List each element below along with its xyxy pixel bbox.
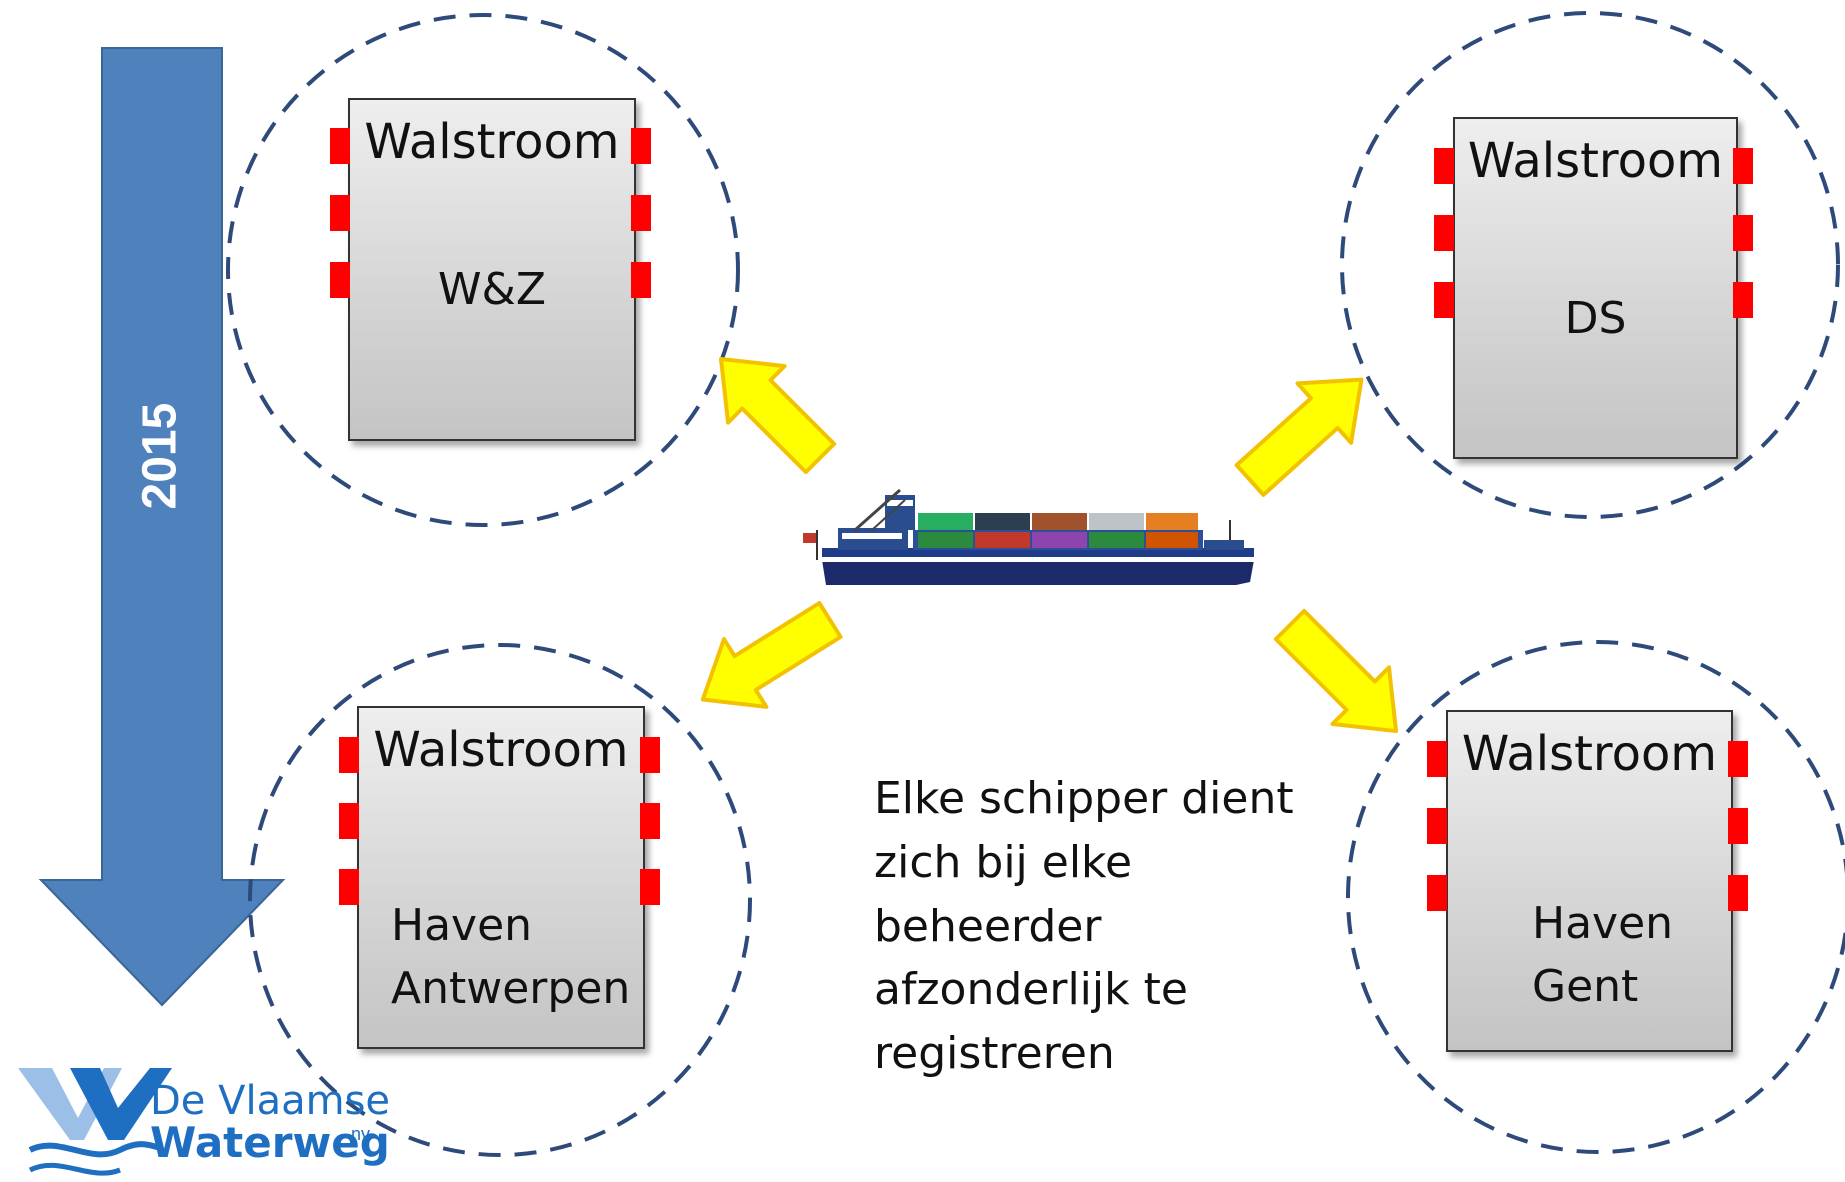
logo-suffix: nv — [351, 1124, 371, 1144]
pointer-arrow-gent — [1273, 608, 1399, 734]
timeline-year: 2015 — [133, 402, 187, 510]
logo-line2: Waterweg — [150, 1118, 390, 1167]
box-label-line1: Haven — [1532, 898, 1674, 949]
connector-left — [339, 737, 359, 773]
connector-left — [330, 128, 350, 164]
walstroom-box-ds: Walstroom DS — [1453, 117, 1738, 459]
circle-antwerpen — [248, 643, 752, 1157]
box-title: Walstroom — [1467, 133, 1724, 189]
note-line: afzonderlijk te — [874, 964, 1188, 1016]
box-title: Walstroom — [1461, 726, 1718, 782]
connector-right — [640, 869, 660, 905]
walstroom-box-gent: Walstroom Haven Gent — [1446, 710, 1733, 1052]
connector-right — [631, 262, 651, 298]
connector-left — [1427, 875, 1447, 911]
connector-right — [1728, 741, 1748, 777]
connector-left — [1427, 808, 1447, 844]
circle-wz — [226, 13, 740, 527]
registration-note: Elke schipper dient zich bij elke beheer… — [874, 767, 1314, 1086]
walstroom-box-antwerpen: Walstroom Haven Antwerpen — [357, 706, 645, 1049]
connector-right — [640, 803, 660, 839]
connector-right — [640, 737, 660, 773]
container-ship — [803, 488, 1254, 585]
connector-left — [330, 262, 350, 298]
connector-left — [1427, 741, 1447, 777]
logo-mark — [18, 1068, 172, 1176]
circle-gent — [1346, 640, 1845, 1154]
circle-ds — [1340, 11, 1840, 519]
connector-right — [1728, 875, 1748, 911]
connector-right — [1733, 148, 1753, 184]
connector-left — [339, 869, 359, 905]
timeline-arrow — [38, 47, 286, 1007]
box-label-line1: Haven — [391, 900, 533, 951]
box-label-line2: Antwerpen — [391, 963, 631, 1014]
connector-right — [631, 128, 651, 164]
connector-left — [330, 195, 350, 231]
connector-right — [631, 195, 651, 231]
note-line: registreren — [874, 1028, 1115, 1080]
connector-left — [1434, 282, 1454, 318]
pointer-arrow-ds — [1234, 377, 1364, 497]
pointer-arrow-wz — [719, 357, 837, 475]
connector-left — [339, 803, 359, 839]
connector-left — [1434, 215, 1454, 251]
connector-right — [1733, 215, 1753, 251]
box-title: Walstroom — [364, 114, 620, 170]
connector-right — [1728, 808, 1748, 844]
walstroom-box-wz: Walstroom W&Z — [348, 98, 636, 441]
connector-left — [1434, 148, 1454, 184]
note-line: Elke schipper dient — [874, 773, 1294, 824]
box-title: Walstroom — [373, 722, 629, 778]
logo-line1: De Vlaamse — [150, 1078, 391, 1124]
note-line: beheerder — [874, 900, 1102, 952]
note-line: zich bij elke — [874, 836, 1133, 888]
box-label: W&Z — [438, 264, 546, 315]
connector-right — [1733, 282, 1753, 318]
box-label-line2: Gent — [1532, 961, 1639, 1012]
box-label: DS — [1564, 293, 1627, 344]
pointer-arrow-antwerpen — [700, 601, 843, 709]
